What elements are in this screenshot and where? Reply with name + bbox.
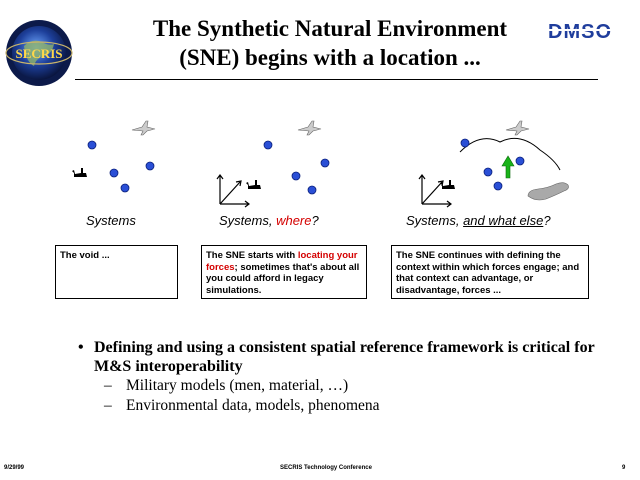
textbox-void: The void ... [55,245,178,299]
caption-prefix: Systems, [406,213,464,228]
sub-bullet: – Military models (men, material, …) [78,376,598,396]
aircraft-icon [297,120,322,136]
dash-icon: – [104,377,112,394]
force-unit-icon [120,183,130,193]
title-line-2: (SNE) begins with a location ... [179,45,481,70]
tank-icon [440,180,455,189]
slide-title: The Synthetic Natural Environment (SNE) … [110,14,550,72]
caption-systems-where: Systems, where? [219,213,319,228]
title-line-1: The Synthetic Natural Environment [152,16,508,41]
svg-text:SECRIS: SECRIS [16,46,63,61]
aircraft-icon [505,120,530,136]
bullet-main-text: Defining and using a consistent spatial … [94,339,595,375]
force-unit-icon [515,156,525,166]
footer-date: 9/29/99 [4,465,25,471]
tank-icon [72,168,87,177]
dash-icon: – [104,397,112,414]
force-unit-icon [307,185,317,195]
textbox-context: The SNE continues with defining the cont… [391,245,589,299]
tank-icon [246,180,261,189]
green-arrow-icon [501,155,515,179]
textbox-text-highlight: locating your forces [206,250,358,273]
bullet-main: • Defining and using a consistent spatia… [78,338,598,376]
textbox-text-suffix: ; sometimes that's about all you could a… [206,261,360,296]
systems-where-illustration [216,120,330,208]
bullet-dot-icon: • [78,339,84,356]
title-divider [75,79,598,80]
coordinate-axes-icon [418,174,452,208]
textbox-locating-forces: The SNE starts with locating your forces… [201,245,367,299]
aircraft-icon [131,120,156,136]
caption-highlight: and what else [463,213,544,228]
caption-suffix: ? [311,213,319,228]
caption-highlight: where [276,213,312,228]
caption-systems: Systems [86,213,136,228]
bullet-list: • Defining and using a consistent spatia… [78,338,598,416]
sub-bullet-text: Environmental data, models, phenomena [126,397,380,414]
textbox-text: The void ... [60,250,110,261]
systems-context-illustration [418,120,569,208]
secris-globe-logo: SECRIS [5,20,73,86]
force-unit-icon [483,167,493,177]
terrain-ridge-line [459,137,561,171]
terrain-feature-icon [527,182,569,201]
caption-prefix: Systems, [219,213,277,228]
textbox-text: The SNE continues with defining the cont… [396,250,580,296]
footer-conference: SECRIS Technology Conference [280,465,372,471]
force-unit-icon [320,158,330,168]
caption-systems-what-else: Systems, and what else? [406,213,551,228]
force-unit-icon [263,140,273,150]
force-unit-icon [87,140,97,150]
footer-page-number: 9 [622,465,626,471]
force-unit-icon [109,168,119,178]
force-unit-icon [493,181,503,191]
sub-bullet: – Environmental data, models, phenomena [78,396,598,416]
svg-text:DMSO: DMSO [548,21,612,43]
systems-illustration [72,120,156,193]
force-unit-icon [291,171,301,181]
textbox-text-prefix: The SNE starts with [206,250,298,261]
coordinate-axes-icon [216,174,250,208]
force-unit-icon [145,161,155,171]
sub-bullet-text: Military models (men, material, …) [126,377,349,394]
dmso-logo: DMSO [535,21,625,43]
force-unit-icon [460,138,470,148]
caption-suffix: ? [543,213,551,228]
